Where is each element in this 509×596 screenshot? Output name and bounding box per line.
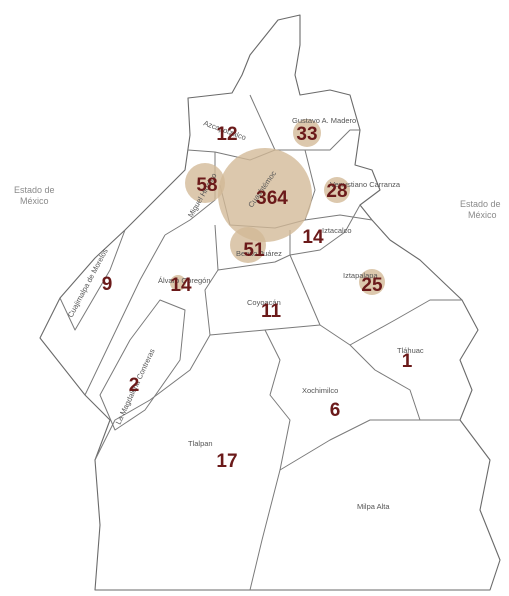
count-azcapotzalco: 12 [216, 124, 237, 145]
border-alvaro-obregon [84, 234, 166, 396]
place-label-tlalpan: Tlalpan [188, 439, 213, 448]
border-magdalena [99, 299, 186, 431]
border-iztacalco [289, 231, 346, 256]
count-cuajimalpa: 9 [102, 274, 113, 295]
place-label-alvaro-obregon: Álvaro Obregón [158, 276, 211, 285]
count-tlahuac: 1 [402, 351, 413, 372]
count-venustiano-carranza: 28 [326, 181, 347, 202]
border-xochimilco [264, 329, 420, 471]
count-iztapalapa: 25 [361, 275, 383, 296]
count-cuauhtemoc: 364 [256, 188, 288, 209]
place-label-xochimilco: Xochimilco [302, 386, 338, 395]
border-cuajimalpa [59, 229, 126, 331]
bubble-cuauhtemoc [218, 148, 312, 242]
bubble-alvaro-obregon [170, 275, 186, 291]
place-label-milpa-alta: Milpa Alta [357, 502, 390, 511]
place-label-venustiano-carranza: Venustiano Carranza [330, 180, 401, 189]
count-tlalpan: 17 [216, 451, 237, 472]
bubble-venustiano-carranza [324, 177, 350, 203]
place-label-gustavo-madero: Gustavo A. Madero [292, 116, 356, 125]
bubble-miguel-hidalgo [185, 163, 225, 203]
border-gam [249, 94, 360, 151]
border-tlalpan [94, 334, 211, 461]
border-tlahuac [349, 344, 460, 421]
place-label-coyoacan: Coyoacán [247, 298, 281, 307]
count-miguel-hidalgo: 58 [196, 175, 217, 196]
neighbor-right-line1: Estado de [460, 199, 501, 209]
neighbor-left-line1: Estado de [14, 185, 55, 195]
count-coyoacan: 11 [261, 301, 282, 322]
count-gustavo-madero: 33 [296, 124, 317, 145]
border-benito [214, 224, 291, 271]
city-outline [39, 14, 501, 591]
count-benito-juarez: 51 [243, 240, 265, 261]
place-label-tlahuac: Tláhuac [397, 346, 424, 355]
bubble-benito-juarez [230, 227, 266, 263]
place-label-iztacalco: Iztacalco [322, 226, 352, 235]
bubble-iztapalapa [359, 269, 385, 295]
place-label-benito-juarez: Benito Juárez [236, 249, 282, 258]
border-milpa-alta [249, 469, 281, 591]
border-iztacalco-2 [344, 204, 361, 233]
place-label-iztapalapa: Iztapalapa [343, 271, 378, 280]
border-venustiano [304, 149, 373, 221]
count-xochimilco: 6 [330, 400, 341, 421]
count-iztacalco: 14 [302, 227, 324, 248]
count-alvaro-obregon: 14 [170, 275, 192, 296]
bubble-gustavo-madero [293, 119, 321, 147]
neighbor-right-line2: México [468, 210, 497, 220]
count-magdalena: 2 [129, 375, 140, 396]
neighbor-left-line2: México [20, 196, 49, 206]
